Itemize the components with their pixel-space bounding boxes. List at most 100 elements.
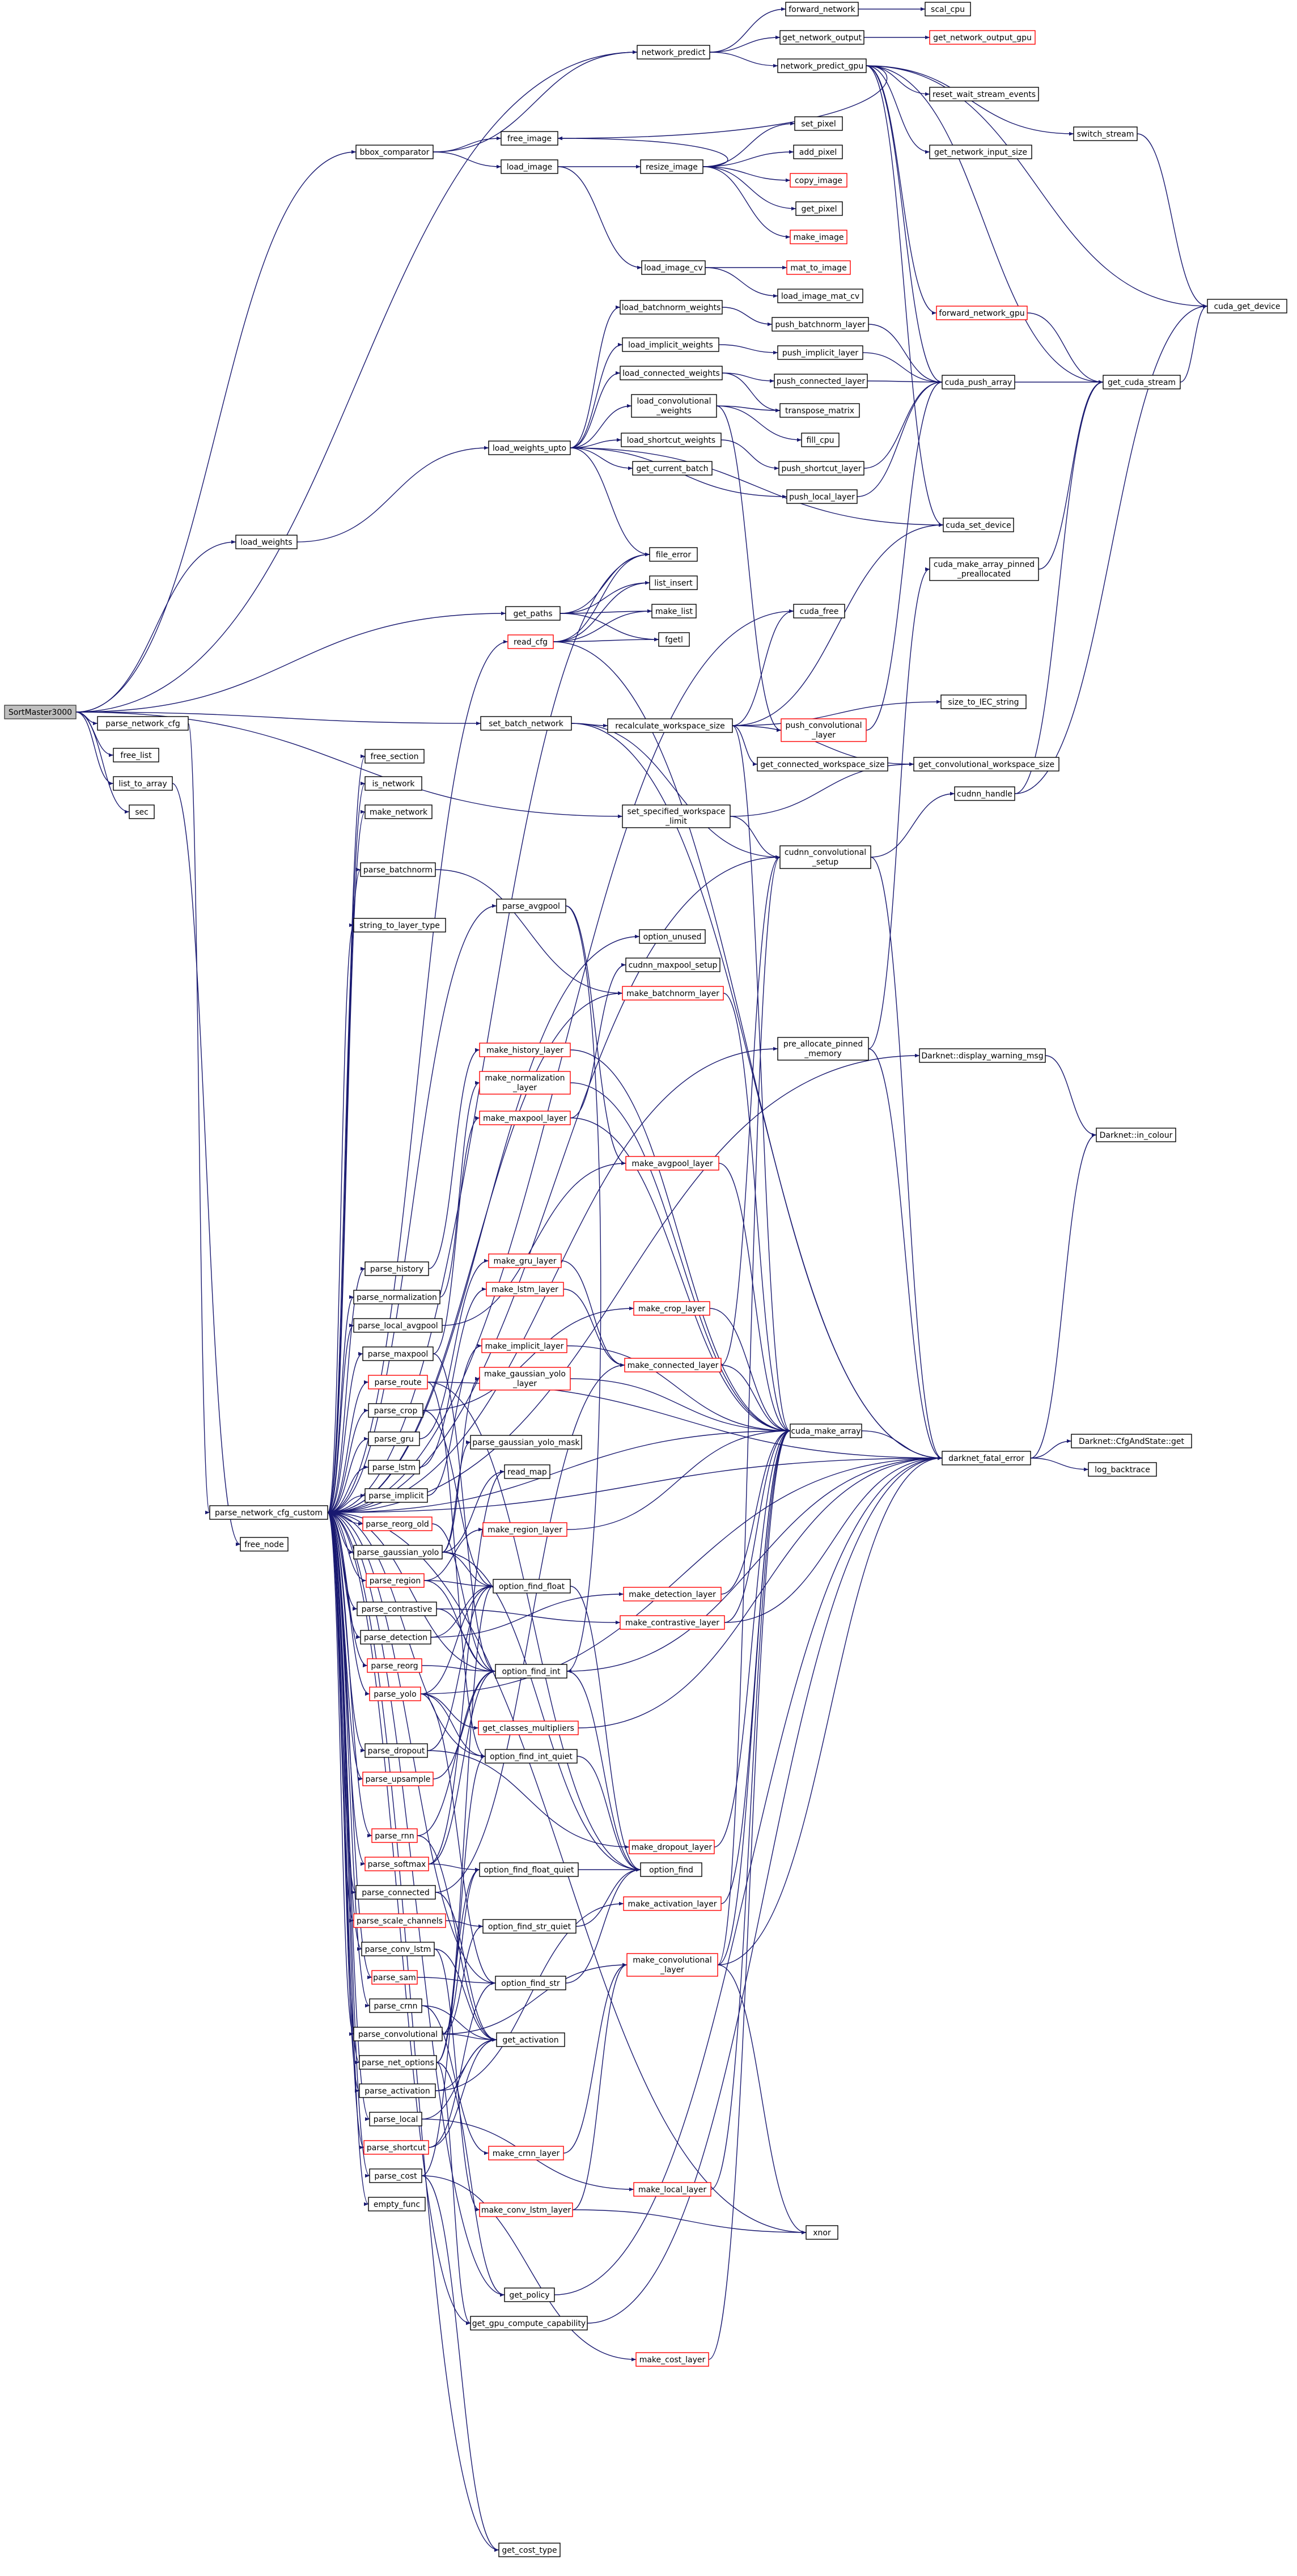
node-scal-cpu[interactable]: scal_cpu: [925, 2, 971, 16]
node-transpose-matrix[interactable]: transpose_matrix: [779, 403, 860, 418]
node-make-implicit-layer[interactable]: make_implicit_layer: [481, 1338, 567, 1353]
node-fgetl[interactable]: fgetl: [658, 632, 690, 647]
node-list-insert[interactable]: list_insert: [649, 575, 698, 590]
node-make-conv-lstm-layer[interactable]: make_conv_lstm_layer: [479, 2202, 573, 2217]
node-sec[interactable]: sec: [129, 804, 155, 819]
node-get-current-batch[interactable]: get_current_batch: [632, 461, 713, 476]
node-in-colour[interactable]: Darknet::in_colour: [1096, 1128, 1176, 1142]
node-make-avgpool-layer[interactable]: make_avgpool_layer: [625, 1156, 719, 1171]
node-cuda-make-array-pinned-preallocated[interactable]: cuda_make_array_pinned_preallocated: [929, 557, 1039, 581]
node-set-pixel[interactable]: set_pixel: [794, 116, 843, 131]
node-make-local-layer[interactable]: make_local_layer: [633, 2182, 711, 2197]
node-parse-crop[interactable]: parse_crop: [368, 1403, 423, 1418]
node-parse-history[interactable]: parse_history: [364, 1261, 429, 1276]
node-get-gpu-compute-capability[interactable]: get_gpu_compute_capability: [470, 2316, 588, 2331]
node-parse-gaussian-yolo-mask[interactable]: parse_gaussian_yolo_mask: [470, 1435, 582, 1450]
node-make-detection-layer[interactable]: make_detection_layer: [623, 1587, 722, 1601]
node-push-shortcut-layer[interactable]: push_shortcut_layer: [778, 461, 864, 476]
node-add-pixel[interactable]: add_pixel: [793, 145, 843, 159]
node-parse-activation[interactable]: parse_activation: [359, 2083, 436, 2098]
node-read-cfg[interactable]: read_cfg: [507, 634, 554, 649]
node-parse-network-cfg-custom[interactable]: parse_network_cfg_custom: [209, 1505, 328, 1520]
node-parse-lstm[interactable]: parse_lstm: [368, 1460, 420, 1475]
node-get-activation[interactable]: get_activation: [496, 2032, 565, 2047]
node-bbox-comparator[interactable]: bbox_comparator: [355, 145, 434, 159]
node-reset-wait-stream-events[interactable]: reset_wait_stream_events: [929, 87, 1039, 101]
node-option-find-float[interactable]: option_find_float: [493, 1579, 571, 1594]
node-load-implicit-weights[interactable]: load_implicit_weights: [622, 337, 719, 352]
node-parse-rnn[interactable]: parse_rnn: [371, 1828, 418, 1843]
node-get-network-output[interactable]: get_network_output: [779, 30, 864, 45]
node-cuda-free[interactable]: cuda_free: [793, 604, 845, 618]
node-push-convolutional-layer[interactable]: push_convolutional_layer: [781, 718, 867, 742]
node-is-network[interactable]: is_network: [364, 776, 422, 791]
node-cfgandstate-get[interactable]: Darknet::CfgAndState::get: [1071, 1434, 1192, 1448]
node-darknet-fatal-error[interactable]: darknet_fatal_error: [942, 1451, 1031, 1465]
node-free-section[interactable]: free_section: [364, 749, 425, 764]
node-parse-reorg-old[interactable]: parse_reorg_old: [362, 1516, 433, 1531]
node-set-specified-workspace-limit[interactable]: set_specified_workspace_limit: [622, 804, 731, 828]
node-make-lstm-layer[interactable]: make_lstm_layer: [486, 1282, 564, 1297]
node-list-to-array[interactable]: list_to_array: [113, 776, 173, 791]
node-parse-implicit[interactable]: parse_implicit: [364, 1488, 428, 1503]
node-parse-shortcut[interactable]: parse_shortcut: [363, 2140, 429, 2155]
node-make-dropout-layer[interactable]: make_dropout_layer: [629, 1840, 715, 1854]
node-parse-maxpool[interactable]: parse_maxpool: [362, 1346, 434, 1361]
node-parse-contrastive[interactable]: parse_contrastive: [357, 1601, 437, 1616]
node-size-to-iec-string[interactable]: size_to_IEC_string: [940, 694, 1027, 709]
node-get-paths[interactable]: get_paths: [505, 606, 561, 621]
node-parse-sam[interactable]: parse_sam: [371, 1970, 418, 1985]
node-make-image[interactable]: make_image: [790, 230, 847, 244]
node-get-classes-multipliers[interactable]: get_classes_multipliers: [478, 1721, 579, 1735]
node-option-find-str[interactable]: option_find_str: [495, 1976, 566, 1990]
node-make-crop-layer[interactable]: make_crop_layer: [633, 1301, 710, 1316]
node-recalculate-workspace-size[interactable]: recalculate_workspace_size: [607, 718, 733, 733]
node-parse-softmax[interactable]: parse_softmax: [364, 1857, 429, 1871]
node-push-batchnorm-layer[interactable]: push_batchnorm_layer: [772, 317, 869, 332]
node-display-warning-msg[interactable]: Darknet::display_warning_msg: [919, 1048, 1046, 1063]
node-parse-avgpool[interactable]: parse_avgpool: [496, 899, 566, 913]
node-get-network-input-size[interactable]: get_network_input_size: [929, 145, 1032, 159]
node-option-find-int[interactable]: option_find_int: [495, 1664, 567, 1679]
node-load-weights[interactable]: load_weights: [235, 535, 298, 549]
node-get-convolutional-workspace-size[interactable]: get_convolutional_workspace_size: [913, 757, 1059, 772]
node-get-stream[interactable]: get_cuda_stream: [1103, 375, 1181, 389]
node-cuda-push-array[interactable]: cuda_push_array: [942, 375, 1015, 389]
node-parse-dropout[interactable]: parse_dropout: [364, 1743, 428, 1758]
node-load-image-mat-cv[interactable]: load_image_mat_cv: [777, 289, 863, 303]
node-get-policy[interactable]: get_policy: [504, 2287, 555, 2302]
node-parse-net-options[interactable]: parse_net_options: [359, 2055, 437, 2070]
node-parse-reorg[interactable]: parse_reorg: [367, 1658, 422, 1673]
node-parse-upsample[interactable]: parse_upsample: [362, 1772, 434, 1786]
node-get-connected-workspace-size[interactable]: get_connected_workspace_size: [757, 757, 888, 772]
node-make-gaussian-yolo-layer[interactable]: make_gaussian_yolo_layer: [479, 1367, 571, 1391]
node-cudnn-convolutional-setup[interactable]: cudnn_convolutional_setup: [779, 845, 871, 869]
node-make-network[interactable]: make_network: [364, 804, 433, 819]
node-parse-batchnorm[interactable]: parse_batchnorm: [360, 862, 436, 877]
node-resize-image[interactable]: resize_image: [640, 159, 703, 174]
node-forward-network[interactable]: forward_network: [785, 2, 859, 16]
node-parse-conv-lstm[interactable]: parse_conv_lstm: [361, 1942, 435, 1956]
node-parse-connected[interactable]: parse_connected: [355, 1885, 436, 1900]
node-empty-func[interactable]: empty_func: [368, 2197, 426, 2211]
node-fill-cpu[interactable]: fill_cpu: [801, 433, 840, 447]
node-make-list[interactable]: make_list: [651, 604, 697, 618]
node-load-convolutional-weights[interactable]: load_convolutional_weights: [631, 394, 717, 418]
node-make-convolutional-layer[interactable]: make_convolutional_layer: [626, 1953, 718, 1977]
node-parse-local[interactable]: parse_local: [369, 2112, 422, 2126]
node-option-find-str-quiet[interactable]: option_find_str_quiet: [482, 1919, 577, 1934]
node-network-predict[interactable]: network_predict: [637, 45, 710, 60]
node-option-find-float-quiet[interactable]: option_find_float_quiet: [479, 1862, 579, 1877]
node-push-local-layer[interactable]: push_local_layer: [786, 489, 858, 504]
node-mat-to-image[interactable]: mat_to_image: [786, 260, 851, 275]
node-make-gru-layer[interactable]: make_gru_layer: [488, 1253, 562, 1268]
node-option-unused[interactable]: option_unused: [639, 929, 706, 944]
node-log-backtrace[interactable]: log_backtrace: [1088, 1462, 1157, 1477]
node-cudnn-maxpool-setup[interactable]: cudnn_maxpool_setup: [625, 957, 720, 972]
node-string-to-layer-type[interactable]: string_to_layer_type: [353, 918, 446, 933]
node-parse-crnn[interactable]: parse_crnn: [369, 1998, 422, 2013]
node-make-region-layer[interactable]: make_region_layer: [482, 1522, 567, 1537]
node-parse-scale-channels[interactable]: parse_scale_channels: [353, 1913, 446, 1928]
node-get-cost-type[interactable]: get_cost_type: [498, 2543, 561, 2557]
node-make-connected-layer[interactable]: make_connected_layer: [624, 1358, 722, 1372]
